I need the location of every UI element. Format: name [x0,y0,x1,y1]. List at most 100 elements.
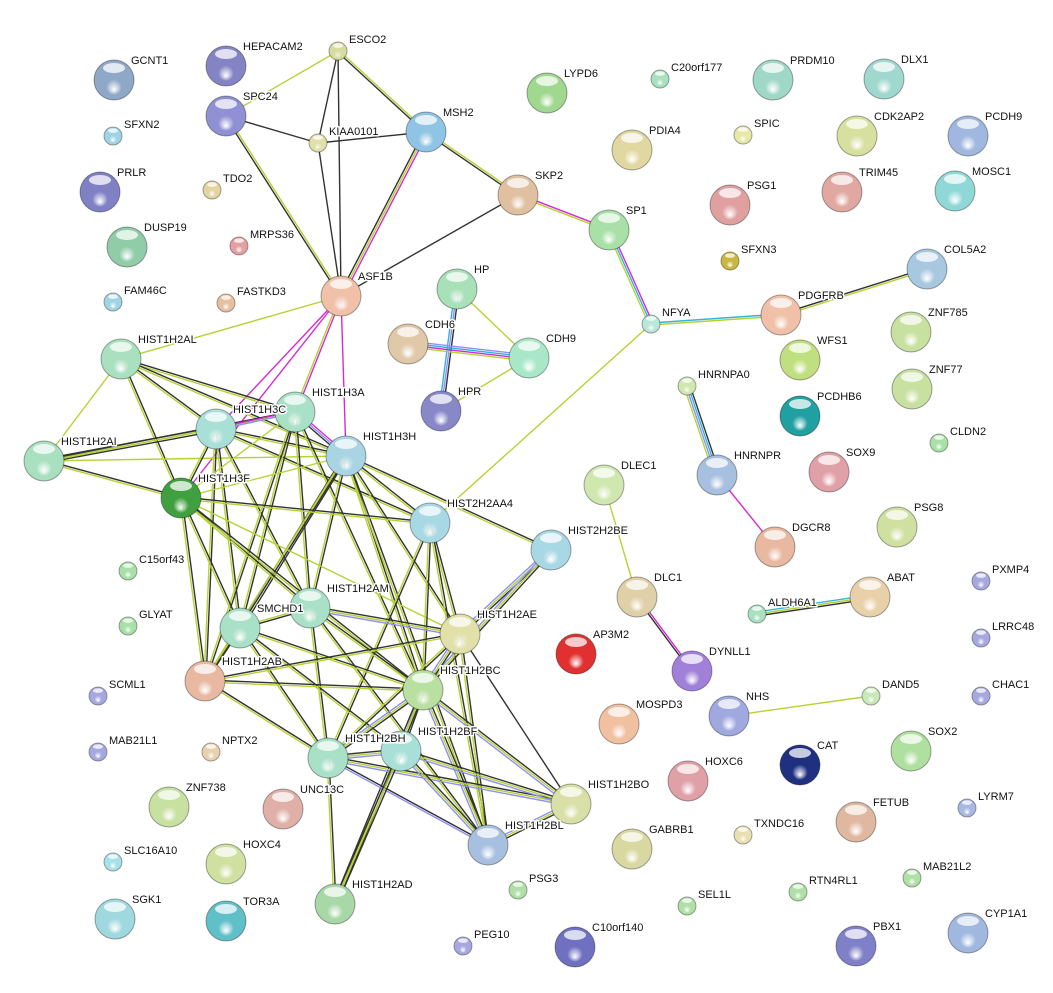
node-znf77[interactable] [891,368,933,410]
node-lyrm7[interactable] [957,798,977,818]
node-glyat[interactable] [118,616,138,636]
edge-skp2-asf1b[interactable] [340,194,519,297]
node-cdk2ap2[interactable] [836,115,878,157]
edge-hist2h2aa4-hist1h2bc[interactable] [421,522,432,691]
node-hist2h2aa4[interactable] [409,502,451,544]
edge-hist1h2bf-hist1h2bo[interactable] [400,748,572,807]
node-sp1[interactable] [588,209,630,251]
node-hist1h2bo[interactable] [550,783,592,825]
node-hist2h2be[interactable] [530,529,572,571]
node-nptx2[interactable] [201,742,221,762]
node-hist1h2ai[interactable] [23,440,65,482]
edge-hist1h2bh-hist1h2ad[interactable] [326,757,337,905]
node-dgcr8[interactable] [754,526,796,568]
node-hist1h2bc[interactable] [402,669,444,711]
edge-hist1h3f-smchd1[interactable] [179,497,242,629]
node-spc24[interactable] [205,95,247,137]
node-dand5[interactable] [861,686,881,706]
node-hist1h2ab[interactable] [184,660,226,702]
node-aldh6a1[interactable] [747,604,767,624]
edge-hist1h2ai-hist1h3h[interactable] [43,455,347,462]
edge-hist1h3c-hist1h3h[interactable] [215,427,347,458]
node-asf1b[interactable] [320,275,362,317]
node-sel1l[interactable] [677,896,697,916]
node-mrps36[interactable] [229,236,249,256]
edge-hist1h2al-hist1h3a[interactable] [120,357,296,414]
edge-hist1h3h-hist1h2bc[interactable] [344,455,425,691]
node-pcdhb6[interactable] [779,395,821,437]
node-skp2[interactable] [497,174,539,216]
edge-smchd1-hist1h2bh[interactable] [238,627,330,759]
edge-hist1h2am-hist1h2bh[interactable] [308,607,330,759]
node-kiaa0101[interactable] [308,133,328,153]
node-peg10[interactable] [453,936,473,956]
node-pdia4[interactable] [611,129,653,171]
edge-hist1h3a-smchd1[interactable] [238,411,297,629]
node-dlx1[interactable] [863,58,905,100]
edge-hist1h3a-hist1h3f[interactable] [180,411,296,499]
edge-hist1h2bc-hist1h2bo[interactable] [421,687,573,807]
node-prdm10[interactable] [752,59,794,101]
node-ap3m2[interactable] [555,633,597,675]
node-prlr[interactable] [79,171,121,213]
node-wfs1[interactable] [779,339,821,381]
node-pbx1[interactable] [835,925,877,967]
node-hnrnpr[interactable] [696,454,738,496]
node-psg1[interactable] [709,184,751,226]
edge-hist1h3c-hist1h2am[interactable] [214,428,312,609]
edge-hist1h3a-hist1h2ab[interactable] [203,411,297,682]
node-cldn2[interactable] [929,433,949,453]
node-scml1[interactable] [88,686,108,706]
edge-hist1h3f-hist1h2ab[interactable] [179,497,207,682]
edge-hist1h3h-hist1h3f[interactable] [180,455,347,499]
node-smchd1[interactable] [219,607,261,649]
edge-asf1b-hist1h3c[interactable] [215,295,342,430]
node-hist1h2bf[interactable] [380,730,422,772]
node-dynll1[interactable] [671,650,713,692]
edge-esco2-spc24[interactable] [225,50,339,117]
node-hist1h3f[interactable] [160,477,202,519]
node-cyp1a1[interactable] [947,912,989,954]
node-mab21l2[interactable] [902,868,922,888]
node-sox2[interactable] [890,730,932,772]
node-nfya[interactable] [641,314,661,334]
node-cdh9[interactable] [508,337,550,379]
node-fetub[interactable] [835,801,877,843]
node-hist1h3a[interactable] [274,391,316,433]
edge-hist1h2al-hist1h2ai[interactable] [43,358,122,462]
edge-hist1h3h-hist2h2be[interactable] [345,454,552,552]
edge-nfya-pdgfrb[interactable] [650,313,782,326]
edge-hist1h2al-hist1h3f[interactable] [119,358,183,499]
node-gabrb1[interactable] [611,828,653,870]
node-mospd3[interactable] [598,703,640,745]
node-sfxn3[interactable] [720,251,740,271]
node-fam46c[interactable] [103,292,123,312]
node-hpr[interactable] [420,390,462,432]
edge-esco2-asf1b[interactable] [337,50,342,297]
node-pcdh9[interactable] [947,115,989,157]
edge-hist1h2ab-hist1h2bc[interactable] [204,679,424,692]
edge-msh2-asf1b[interactable] [338,130,429,298]
node-chac1[interactable] [971,686,991,706]
edge-kiaa0101-asf1b[interactable] [317,142,342,297]
node-nhs[interactable] [708,695,750,737]
node-psg3[interactable] [508,880,528,900]
node-sgk1[interactable] [94,898,136,940]
edge-nfya-hist2h2aa4[interactable] [429,323,652,524]
node-tor3a[interactable] [205,900,247,942]
node-c20orf177[interactable] [650,69,670,89]
node-gcnt1[interactable] [93,59,135,101]
edge-esco2-kiaa0101[interactable] [317,50,339,144]
node-hist1h2am[interactable] [289,587,331,629]
node-unc13c[interactable] [262,788,304,830]
edge-pdgfrb-col5a2[interactable] [780,267,928,317]
node-znf785[interactable] [890,311,932,353]
edge-hist1h2ab-hist1h2bh[interactable] [204,679,329,760]
edge-hist2h2be-hist1h2bc[interactable] [421,548,553,692]
edge-hist1h3h-hist1h2am[interactable] [308,455,348,609]
node-slc16a10[interactable] [103,852,123,872]
edge-cdh6-cdh9[interactable] [407,340,530,362]
edge-hist1h2am-hist1h2bl[interactable] [308,606,490,847]
node-abat[interactable] [849,576,891,618]
node-hist1h2al[interactable] [100,338,142,380]
